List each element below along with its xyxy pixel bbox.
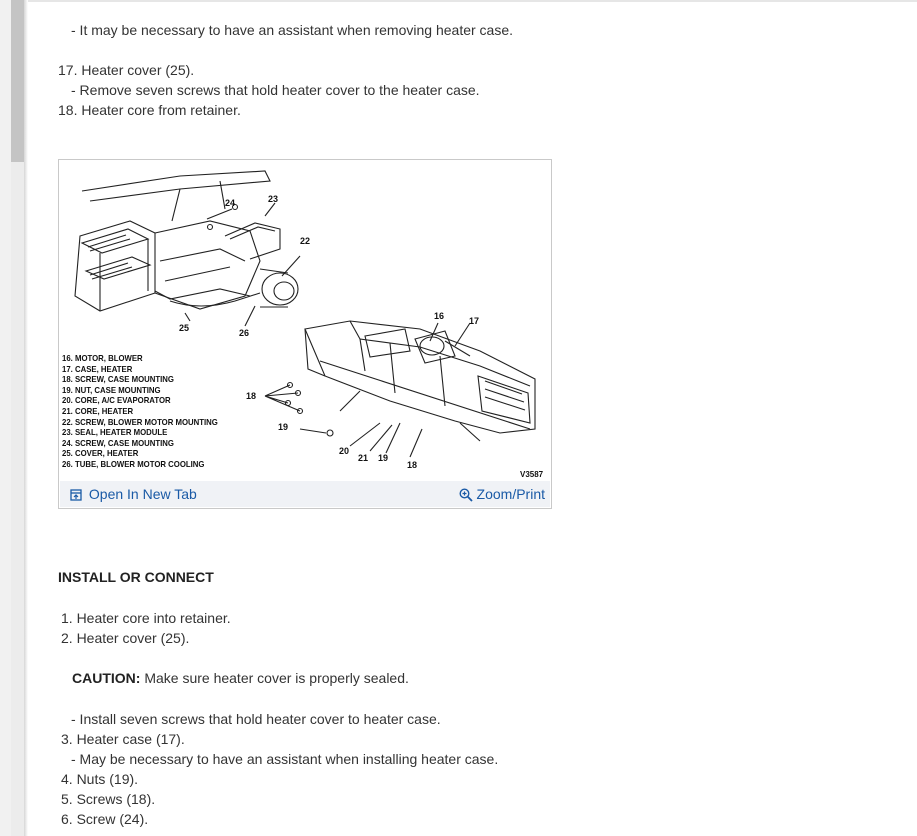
removal-step-17: 17. Heater cover (25).: [58, 62, 195, 78]
install-step-1: 1. Heater core into retainer.: [61, 610, 231, 626]
legend-item: 23. SEAL, HEATER MODULE: [62, 428, 168, 438]
removal-step-18: 18. Heater core from retainer.: [58, 102, 241, 118]
callout-22: 22: [300, 236, 311, 246]
legend-item: 16. MOTOR, BLOWER: [62, 354, 143, 363]
heater-case-figure: 24 23 22 25 26 16 17 18 19 20 21 19 18 1…: [58, 159, 552, 509]
heater-case-diagram: [74, 170, 536, 458]
scrollbar-thumb[interactable]: [11, 0, 24, 162]
install-step-3-sub: - May be necessary to have an assistant …: [71, 751, 499, 767]
figure-code: V3587: [520, 470, 544, 479]
left-gutter: [0, 0, 11, 836]
figure-footer: Open In New Tab Zoom/Print: [60, 481, 550, 507]
zoom-print-label: Zoom/Print: [476, 486, 545, 502]
removal-assistant-note: - It may be necessary to have an assista…: [71, 22, 514, 38]
removal-step-17-sub: - Remove seven screws that hold heater c…: [71, 82, 480, 98]
legend-item: 19. NUT, CASE MOUNTING: [62, 385, 161, 395]
legend-item: 24. SCREW, CASE MOUNTING: [62, 438, 174, 448]
open-new-tab-link[interactable]: Open In New Tab: [70, 486, 197, 502]
legend-item: 21. CORE, HEATER: [62, 406, 134, 416]
install-heading: INSTALL OR CONNECT: [58, 569, 214, 585]
install-step-6: 6. Screw (24).: [61, 811, 149, 827]
callout-20: 20: [339, 446, 350, 456]
legend-item: 20. CORE, A/C EVAPORATOR: [62, 396, 171, 406]
callout-24: 24: [225, 198, 236, 208]
callout-19-left: 19: [278, 422, 289, 432]
figure-legend: 16. MOTOR, BLOWER 17. CASE, HEATER 18. S…: [62, 354, 226, 471]
zoom-print-link[interactable]: Zoom/Print: [459, 486, 545, 502]
legend-item: 26. TUBE, BLOWER MOTOR COOLING: [62, 459, 205, 469]
legend-item: 17. CASE, HEATER: [62, 364, 133, 374]
legend-item: 22. SCREW, BLOWER MOTOR MOUNTING: [62, 417, 218, 427]
caution-note: CAUTION: Make sure heater cover is prope…: [72, 669, 409, 687]
callout-23: 23: [268, 194, 279, 204]
caution-label: CAUTION:: [72, 670, 141, 686]
callout-26: 26: [239, 328, 250, 338]
callout-16: 16: [434, 311, 445, 321]
install-step-2: 2. Heater cover (25).: [61, 630, 190, 646]
callout-18-left: 18: [246, 391, 257, 401]
scrollbar-track[interactable]: [11, 162, 24, 836]
caution-text: Make sure heater cover is properly seale…: [140, 670, 409, 686]
legend-item: 18. SCREW, CASE MOUNTING: [62, 375, 174, 385]
top-shadow: [28, 0, 917, 2]
callout-19-right: 19: [378, 453, 389, 463]
install-step-3: 3. Heater case (17).: [61, 731, 185, 747]
callout-17: 17: [469, 316, 480, 326]
install-step-4: 4. Nuts (19).: [61, 771, 139, 787]
page-edge-shadow: [24, 0, 28, 836]
open-new-tab-label: Open In New Tab: [88, 486, 197, 502]
open-new-tab-icon: [70, 489, 82, 501]
install-step-5: 5. Screws (18).: [61, 791, 156, 807]
zoom-icon: [459, 488, 473, 502]
callout-25: 25: [179, 323, 190, 333]
callout-21: 21: [358, 453, 369, 463]
callout-18-right: 18: [407, 460, 418, 470]
legend-item: 25. COVER, HEATER: [62, 449, 139, 459]
install-step-2-sub: - Install seven screws that hold heater …: [71, 711, 441, 727]
